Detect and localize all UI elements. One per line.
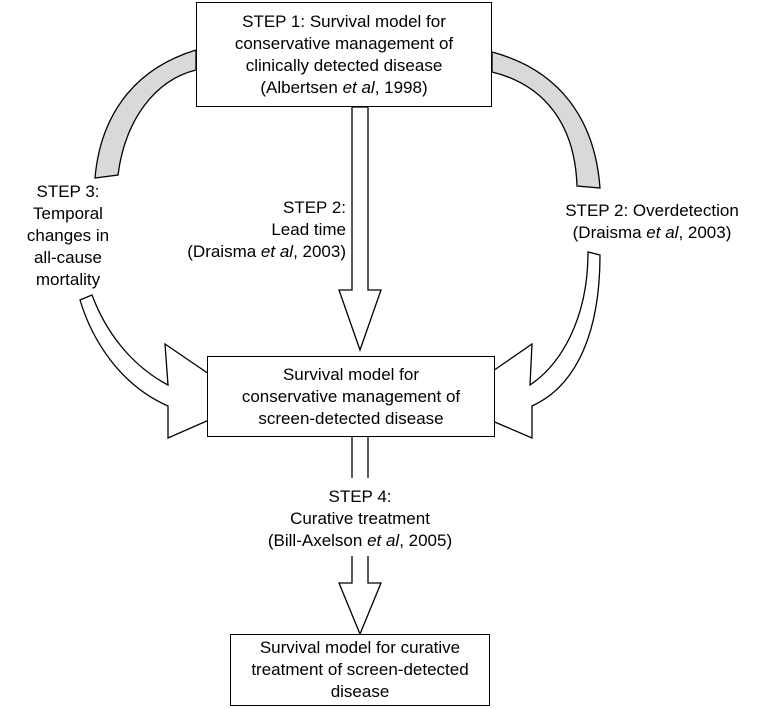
node-step1-citation: (Albertsen et al, 1998) (260, 77, 428, 97)
label-step3-line-3: changes in (26, 226, 110, 245)
node-screen-detected-model: Survival model for conservative manageme… (207, 356, 495, 437)
label-step4-line-2: Curative treatment (290, 509, 430, 528)
arrow-step2-lead-time (338, 106, 382, 352)
node-curative-line-2: treatment of screen-detected (251, 660, 469, 679)
label-step2-over-citation: (Draisma et al, 2003) (572, 223, 732, 242)
label-step2-lead-citation: (Draisma et al, 2003) (187, 242, 346, 261)
label-step3-line-5: mortality (35, 270, 101, 289)
label-step4: STEP 4: Curative treatment (Bill-Axelson… (250, 486, 470, 552)
node-curative-line-3: disease (330, 682, 390, 701)
label-step2-lead-line-2: Lead time (271, 220, 346, 239)
label-step2-lead-time: STEP 2: Lead time (Draisma et al, 2003) (162, 197, 346, 263)
label-step3: STEP 3: Temporal changes in all-cause mo… (12, 181, 124, 291)
node-screen-line-3: screen-detected disease (258, 408, 444, 428)
node-step1-line-1: STEP 1: Survival model for (242, 11, 446, 31)
node-curative-line-1: Survival model for curative (259, 638, 461, 657)
label-step4-citation: (Bill-Axelson et al, 2005) (267, 531, 453, 550)
node-step1-clinical-model: STEP 1: Survival model for conservative … (196, 2, 492, 107)
node-screen-line-2: conservative management of (241, 386, 461, 406)
label-step2-lead-line-1: STEP 2: (283, 198, 346, 217)
label-step2-over-line-1: STEP 2: Overdetection (565, 201, 739, 220)
node-step1-line-2: conservative management of (234, 33, 454, 53)
label-step3-line-1: STEP 3: (36, 182, 100, 201)
node-screen-line-1: Survival model for (282, 364, 420, 384)
label-step3-line-4: all-cause (33, 248, 103, 267)
node-curative-model: Survival model for curative treatment of… (230, 634, 490, 706)
label-step2-overdetection: STEP 2: Overdetection (Draisma et al, 20… (550, 200, 754, 244)
node-step1-line-3: clinically detected disease (245, 55, 443, 75)
label-step3-line-2: Temporal (33, 204, 103, 223)
label-step4-line-1: STEP 4: (328, 487, 392, 506)
